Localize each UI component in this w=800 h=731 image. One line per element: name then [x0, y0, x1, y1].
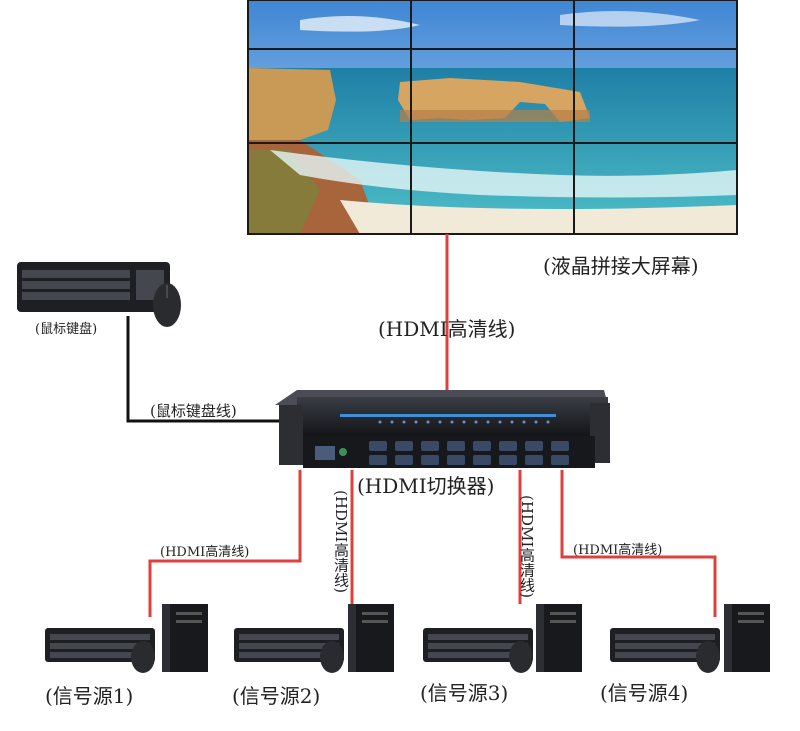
switcher-label: (HDMI切换器) [357, 474, 495, 498]
km-cable [126, 316, 287, 423]
hdmi-cable-3-label: (HDMI高清线) [518, 495, 536, 599]
keyboard-mouse-icon [17, 262, 181, 327]
hdmi-switcher-device [275, 390, 610, 468]
hdmi-cable-4-label: (HDMI高清线) [573, 543, 663, 558]
screen-label: (液晶拼接大屏幕) [543, 254, 699, 278]
hdmi-cable-2-label: (HDMI高清线) [332, 490, 350, 594]
signal-source-pc-4 [610, 604, 770, 673]
source-3-label: (信号源3) [420, 681, 509, 705]
source-2-label: (信号源2) [232, 684, 321, 708]
source-1-label: (信号源1) [45, 684, 134, 708]
lcd-video-wall [247, 0, 738, 235]
hdmi-cable-1-label: (HDMI高清线) [160, 545, 250, 560]
keyboard-mouse-label: (鼠标键盘) [35, 322, 98, 337]
hdmi-cable-4 [560, 470, 717, 617]
signal-source-pc-3 [423, 604, 582, 673]
signal-source-pc-2 [234, 604, 394, 673]
km-cable-label: (鼠标键盘线) [150, 402, 237, 420]
source-4-label: (信号源4) [600, 681, 689, 705]
cables [126, 234, 717, 617]
hdmi-main-label: (HDMI高清线) [378, 317, 516, 341]
signal-source-pc-1 [45, 604, 208, 673]
hdmi-cable-1 [148, 470, 302, 617]
